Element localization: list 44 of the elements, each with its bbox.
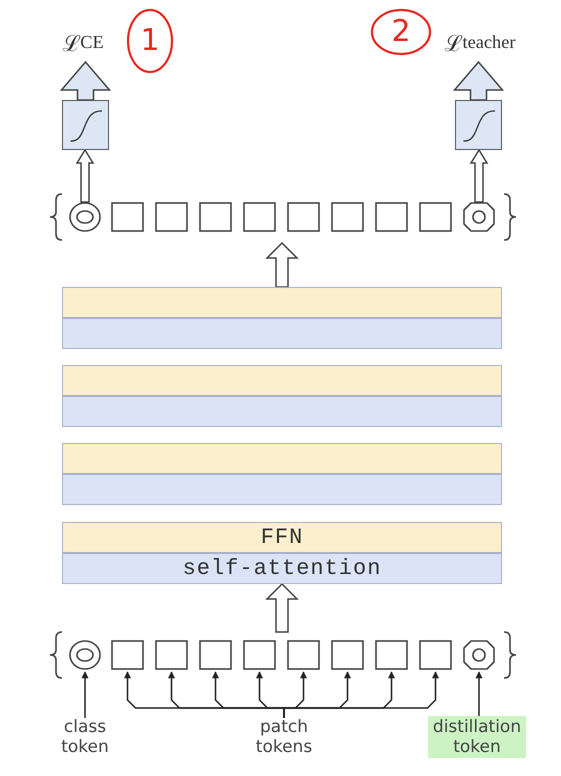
leader-arrow [476,671,482,718]
token-label: patch tokens [254,716,314,758]
transformer-layer [62,365,502,396]
block-arrow [76,148,94,203]
block-arrow [265,582,299,633]
token-box [155,640,188,670]
token-box [243,202,276,232]
annotation-number: 2 [390,15,412,49]
token-label: distillation token [428,716,526,758]
token-box [199,202,232,232]
leader-arrow [82,671,88,718]
transformer-layer [62,287,502,318]
block-arrow [60,60,112,101]
leader-arrow [283,671,439,718]
softmax-box [455,100,502,150]
ffn-layer: FFN [62,522,502,553]
softmax-box [62,100,109,150]
class-token-symbol [69,640,101,670]
token-box [419,640,452,670]
token-box [287,202,320,232]
transformer-layer [62,318,502,349]
token-box [111,202,144,232]
token-box [419,202,452,232]
transformer-layer [62,443,502,474]
token-box [287,640,320,670]
token-box [155,202,188,232]
token-box [331,202,364,232]
attention-layer: self-attention [62,553,502,584]
token-box [199,640,232,670]
annotation-number: 1 [139,24,161,58]
transformer-layer [62,474,502,505]
block-arrow [265,242,299,288]
distillation-token-symbol [463,640,495,670]
token-box [375,640,408,670]
token-box [111,640,144,670]
token-box [375,202,408,232]
token-box [243,640,276,670]
block-arrow [470,148,488,203]
distillation-token-symbol [463,202,495,232]
token-label: class token [60,716,110,758]
token-box [331,640,364,670]
class-token-symbol [69,202,101,232]
block-arrow [452,60,504,101]
transformer-layer [62,396,502,427]
